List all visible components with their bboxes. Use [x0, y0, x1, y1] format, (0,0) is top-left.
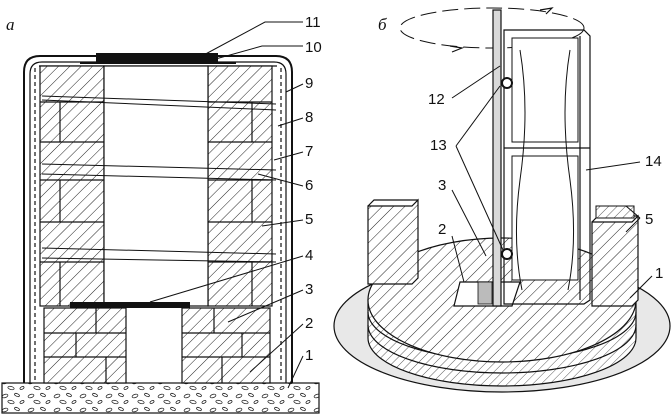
label-2: 2 — [305, 315, 313, 332]
hearth-plate — [70, 302, 190, 308]
bearing-top — [501, 77, 513, 89]
label-11: 11 — [305, 14, 321, 31]
label-14: 14 — [645, 153, 662, 170]
label-10: 10 — [305, 39, 322, 56]
label-5-b: 5 — [645, 211, 653, 228]
panel-b-labels: 12 13 3 2 14 5 1 — [428, 91, 663, 282]
panel-b-drawing — [333, 7, 671, 393]
ground-slab — [1, 382, 320, 414]
label-13: 13 — [430, 137, 447, 154]
base-right — [181, 307, 271, 384]
label-7: 7 — [305, 143, 313, 160]
panel-label-a: а — [6, 15, 15, 34]
label-12: 12 — [428, 91, 445, 108]
rotor-shaft — [492, 9, 502, 307]
label-1: 1 — [305, 347, 313, 364]
right-wall — [207, 65, 273, 307]
bearing-bottom — [501, 248, 513, 260]
panel-a-leaders — [149, 21, 304, 389]
base-left — [43, 307, 127, 384]
left-wall — [39, 65, 105, 307]
label-5: 5 — [305, 211, 313, 228]
panel-a-drawing — [1, 21, 320, 414]
label-2-b: 2 — [438, 221, 446, 238]
label-9: 9 — [305, 75, 313, 92]
left-block — [367, 198, 419, 285]
panel-label-b: б — [378, 15, 387, 34]
heating-wires — [41, 95, 277, 263]
inner-chamber — [103, 65, 209, 307]
right-block — [591, 214, 639, 307]
rotation-arc — [399, 7, 585, 49]
label-8: 8 — [305, 109, 313, 126]
label-3-b: 3 — [438, 177, 446, 194]
rotor-frame — [503, 29, 591, 305]
panel-a-labels: 11 10 9 8 7 6 5 4 3 2 1 — [305, 14, 322, 364]
lid-plate — [96, 53, 218, 62]
label-1-b: 1 — [655, 265, 663, 282]
label-6: 6 — [305, 177, 313, 194]
label-4: 4 — [305, 247, 313, 264]
label-3: 3 — [305, 281, 313, 298]
panel-b-leaders — [451, 65, 653, 299]
